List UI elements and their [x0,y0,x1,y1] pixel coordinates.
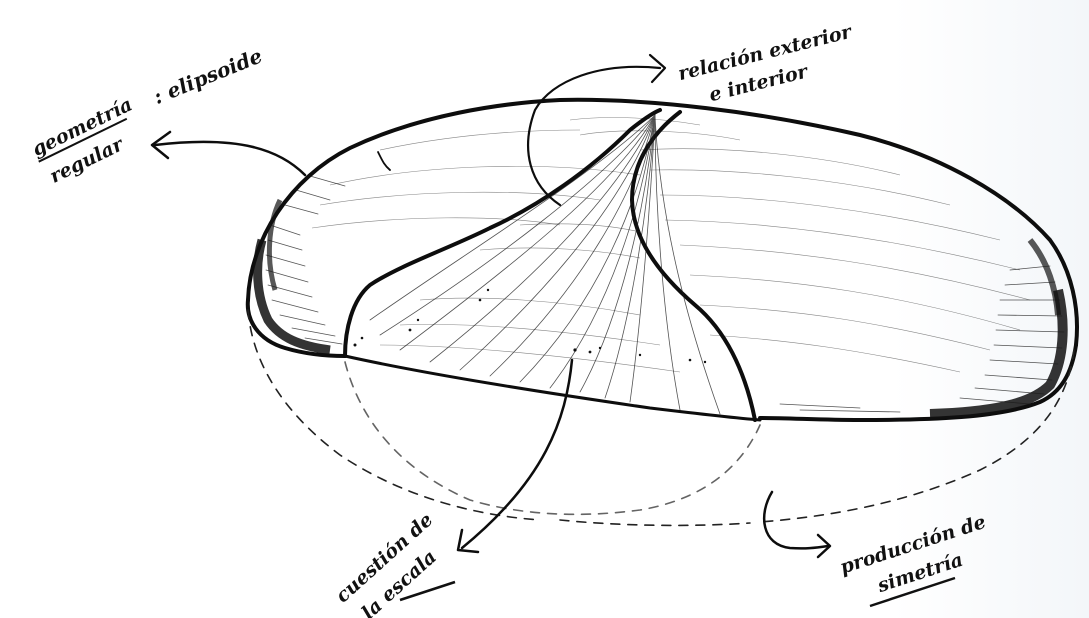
ellipsoid-drawing [248,100,1077,526]
right-rim-shading [930,290,1063,414]
top-crack [378,152,390,170]
label-relacion-group: relación exterior e interior [676,20,862,112]
label-produccion-group: producción de simetría [837,511,997,606]
underside-dashed-right [760,350,1074,522]
ellipsoid-right-outline [760,345,1076,420]
right-rim-hatch [780,266,1064,412]
underside-dashed-bottom [560,520,750,525]
wedge-left-edge [345,110,660,356]
wedge-bottom-edge [345,356,760,420]
label-elipsoide: : elipsoide [150,43,266,108]
label-elipsoide-group: : elipsoide [150,43,266,108]
wedge-radial-lines [370,115,720,414]
right-rim-shading-2 [1030,240,1058,315]
label-cuestion-group: cuestión de la escala [331,509,457,618]
annotation-arrows [152,55,830,557]
produccion-arrow [764,492,828,548]
relacion-arrow [528,67,660,205]
label-geometria-group: geometría regular [29,93,150,189]
geometria-arrow [155,142,305,175]
wedge-crosshatch [380,224,680,372]
ellipsoid-top-outline [248,100,1077,345]
wedge-right-edge [632,112,755,420]
wedge-stipple [354,289,707,363]
